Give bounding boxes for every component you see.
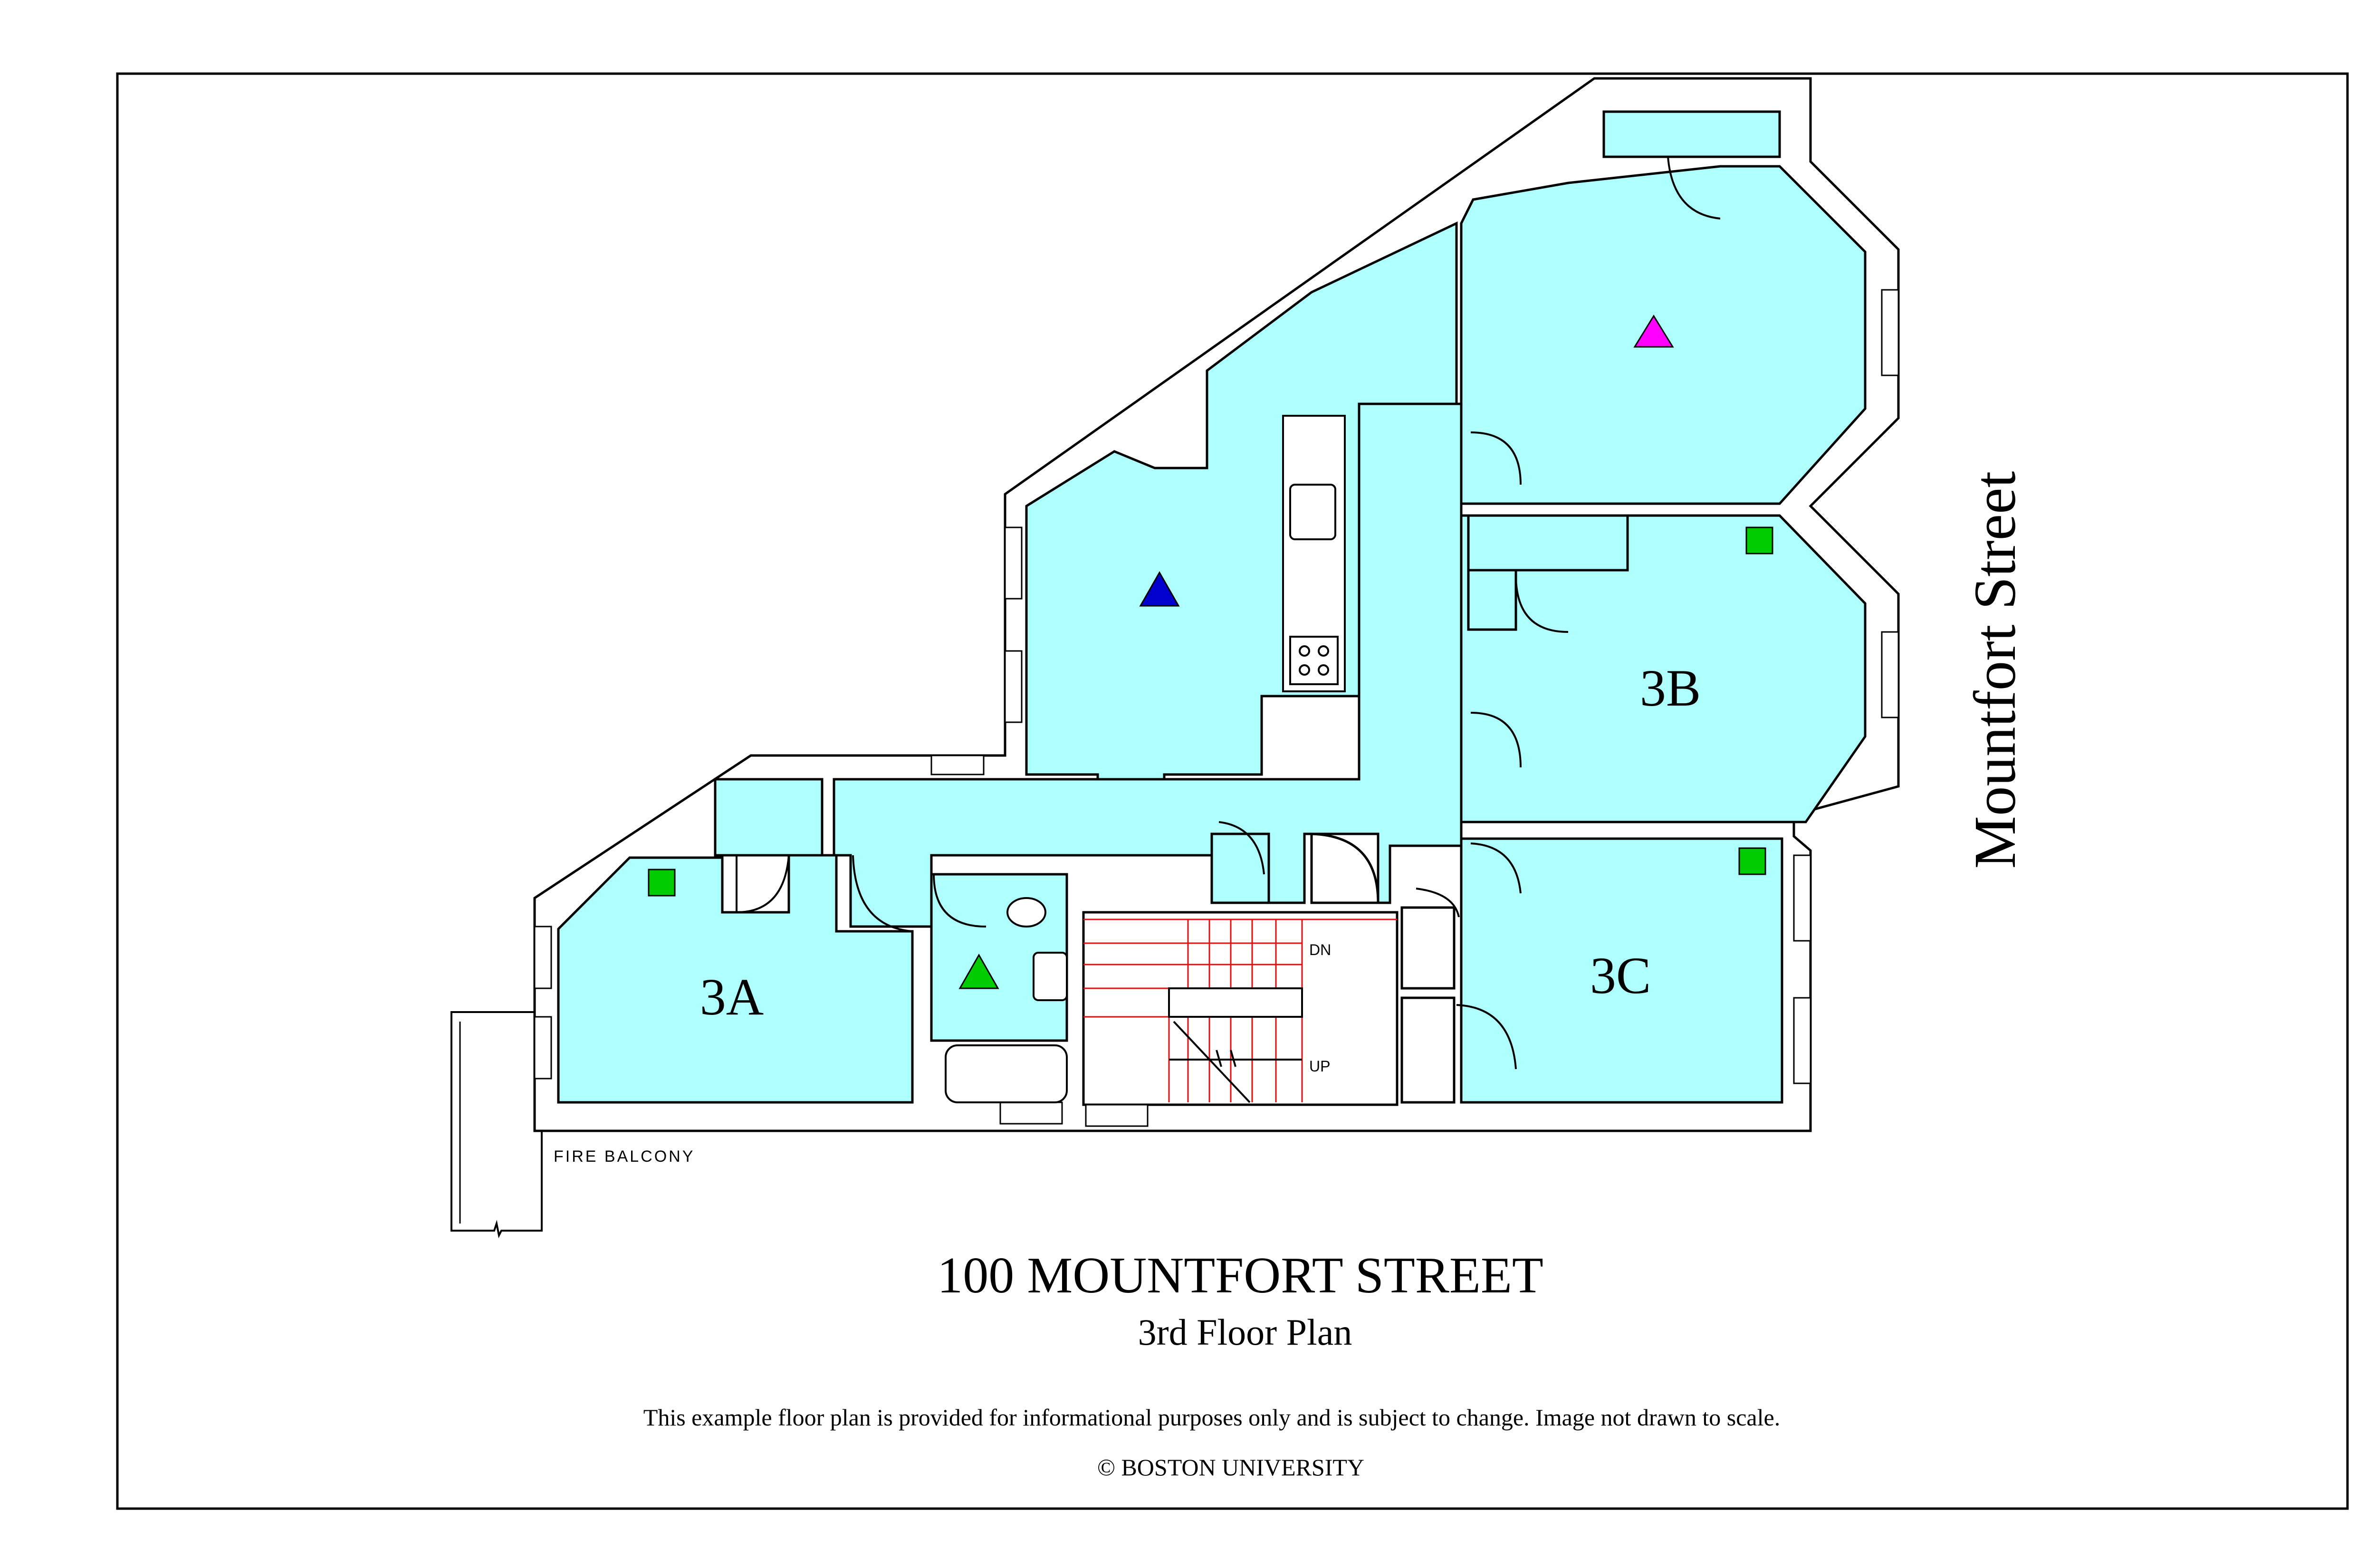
room-3b-main: [1460, 514, 1867, 823]
room-top-closet: [1602, 110, 1781, 158]
stair-up-label: UP: [1309, 1058, 1330, 1075]
toilet-icon: [1006, 897, 1046, 927]
street-label: Mountfort Street: [1963, 471, 2028, 869]
marker-square-3b: [1745, 526, 1773, 555]
marker-triangle-magenta: [1633, 315, 1674, 348]
marker-triangle-green: [958, 953, 999, 989]
room-stair-closet: [1210, 832, 1270, 904]
page-subtitle: 3rd Floor Plan: [1138, 1311, 1352, 1353]
hall-entry-arc: [1310, 832, 1380, 904]
unit-label-3b: 3B: [1640, 659, 1701, 717]
markers: [648, 315, 1773, 989]
marker-triangle-blue: [1139, 571, 1180, 607]
rooms: [557, 110, 1867, 1104]
room-3b-closet-2: [1467, 569, 1517, 631]
room-living: [1025, 221, 1458, 781]
fire-balcony: [450, 1011, 543, 1239]
unit-label-3a: 3A: [700, 968, 764, 1026]
bathtub-icon: [945, 1044, 1068, 1103]
marker-square-3a: [648, 869, 676, 897]
hall-closet-b: [1400, 996, 1456, 1104]
bathroom-fixtures: [945, 897, 1068, 1103]
doors: [736, 156, 1721, 1070]
room-3c-main: [1460, 837, 1783, 1104]
windows: [534, 289, 1899, 1127]
fire-balcony-label: FIRE BALCONY: [554, 1147, 695, 1166]
room-3b-closet: [1467, 514, 1629, 572]
unit-label-3c: 3C: [1590, 947, 1651, 1004]
hall-closet-a: [1400, 906, 1456, 990]
marker-square-3c: [1738, 847, 1766, 875]
copyright-text: © BOSTON UNIVERSITY: [1097, 1454, 1364, 1481]
stair-landing: [1168, 987, 1303, 1103]
sink-icon: [1289, 484, 1336, 540]
page-title: 100 MOUNTFORT STREET: [937, 1247, 1543, 1304]
kitchen-counter: [1282, 415, 1346, 692]
vanity-sink-icon: [1033, 952, 1068, 1001]
disclaimer-text: This example floor plan is provided for …: [643, 1404, 1780, 1431]
stair-down-label: DN: [1309, 941, 1331, 958]
page-frame: [116, 72, 2349, 1510]
stove-icon: [1289, 636, 1339, 685]
room-3a-closet: [714, 778, 824, 857]
